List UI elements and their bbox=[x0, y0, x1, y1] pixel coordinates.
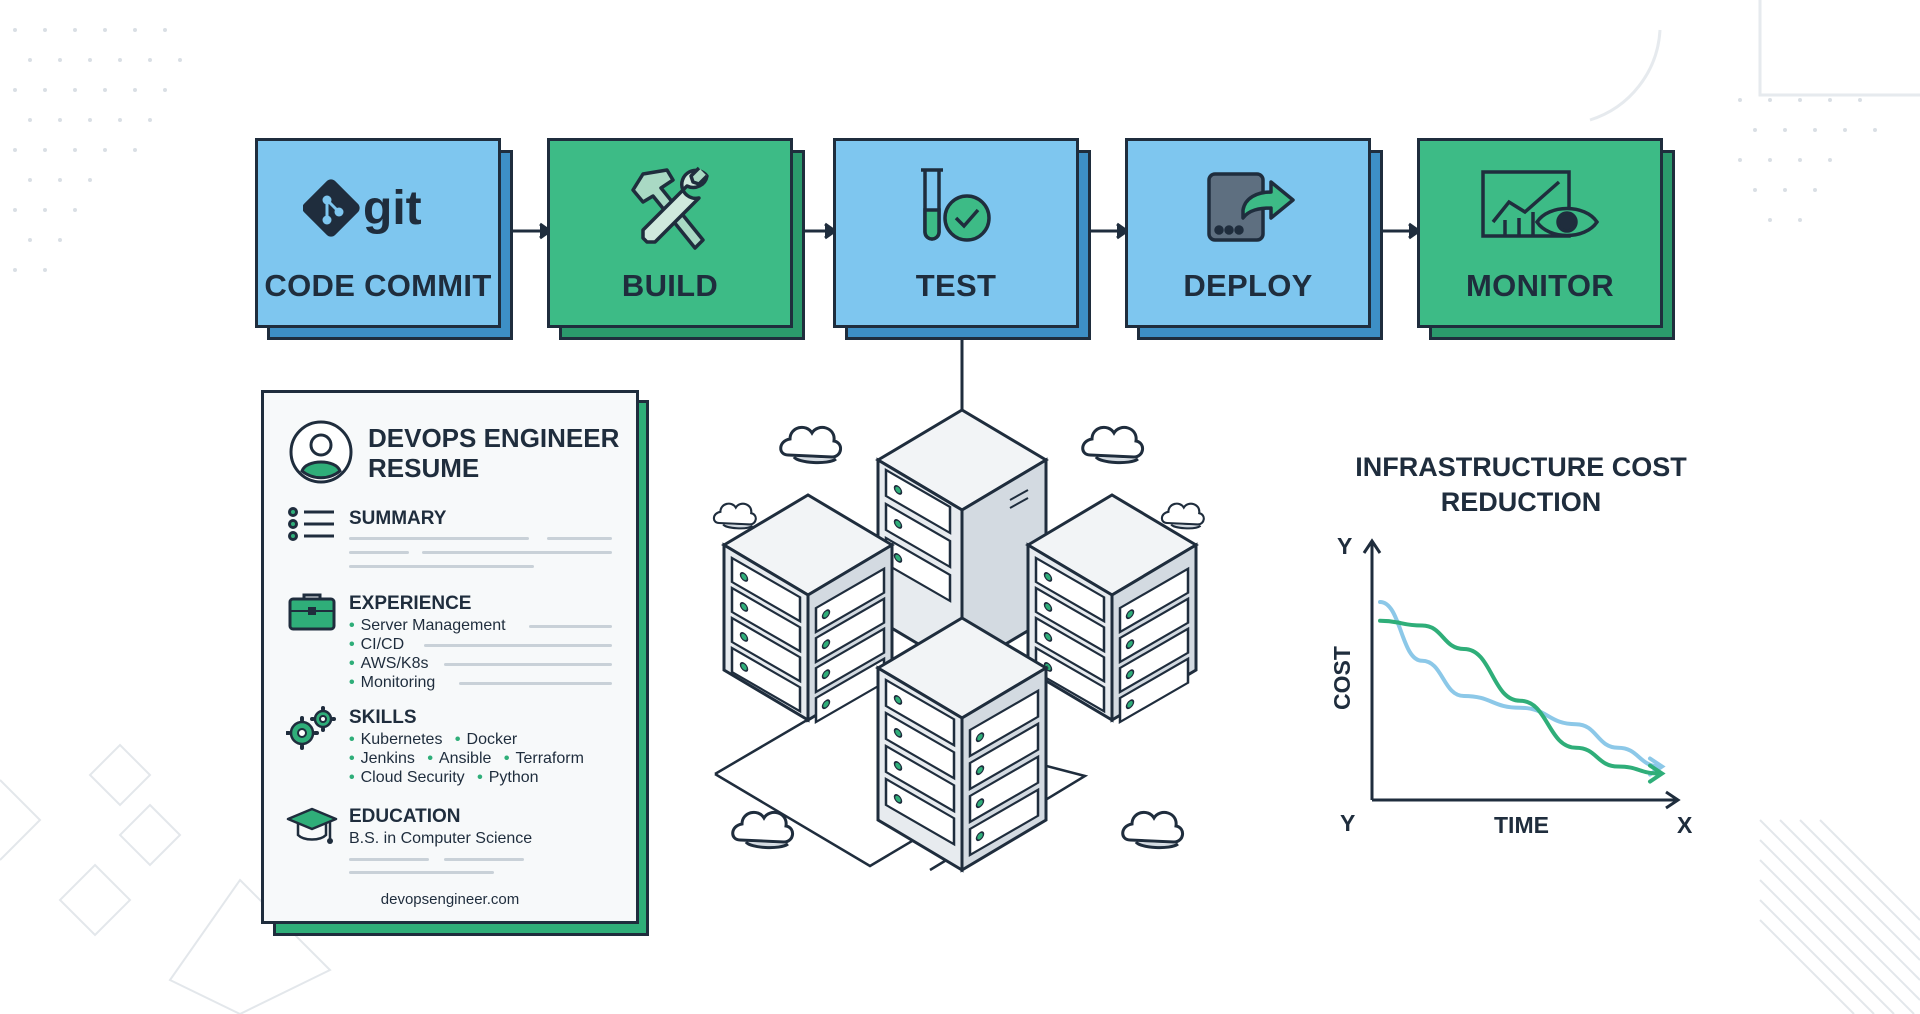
stage-label: CODE COMMIT bbox=[264, 268, 492, 303]
skill-item: Ansible bbox=[438, 750, 492, 767]
stage-build: BUILD bbox=[547, 138, 805, 340]
education-text-line bbox=[444, 858, 524, 861]
stage-code-commit: git CODE COMMIT bbox=[255, 138, 513, 340]
summary-heading: SUMMARY bbox=[349, 508, 447, 529]
series-line-1 bbox=[1378, 618, 1662, 776]
skills-row: •Jenkins •Ansible •Terraform bbox=[349, 750, 584, 767]
education-degree: B.S. in Computer Science bbox=[349, 830, 533, 847]
resume-url[interactable]: devopsengineer.com bbox=[380, 891, 520, 908]
series-line-0 bbox=[1378, 600, 1662, 769]
x-axis-end-label: X bbox=[1677, 812, 1693, 838]
diamond-pattern bbox=[0, 743, 332, 1014]
stage-test: TEST bbox=[833, 138, 1091, 340]
education-heading: EDUCATION bbox=[349, 806, 461, 827]
stage-label: TEST bbox=[915, 268, 997, 303]
dot-pattern-left bbox=[13, 28, 182, 272]
skills-heading: SKILLS bbox=[349, 707, 417, 728]
git-logo-icon: git bbox=[303, 179, 422, 237]
skill-item: Docker bbox=[466, 731, 518, 748]
dot-pattern-right bbox=[1738, 98, 1877, 222]
experience-text-line bbox=[529, 625, 612, 628]
y-axis-label: COST bbox=[1329, 646, 1355, 710]
series-arrowhead-1 bbox=[1648, 763, 1666, 784]
skill-item: Kubernetes bbox=[360, 731, 443, 748]
briefcase-icon bbox=[288, 593, 336, 631]
hatch-pattern bbox=[1759, 819, 1920, 1014]
hammer-wrench-icon bbox=[631, 166, 709, 250]
experience-item: •AWS/K8s bbox=[349, 655, 429, 672]
skill-item: Jenkins bbox=[360, 750, 415, 767]
test-tube-check-icon bbox=[921, 168, 991, 242]
user-avatar-icon bbox=[289, 420, 353, 484]
cloud-icon bbox=[1121, 810, 1185, 850]
skills-row: •Kubernetes •Docker bbox=[349, 731, 518, 748]
cloud-icon bbox=[1160, 502, 1205, 530]
summary-text-line bbox=[349, 551, 409, 554]
experience-item: •Server Management bbox=[349, 617, 506, 634]
stage-label: BUILD bbox=[621, 268, 719, 303]
skill-item: Cloud Security bbox=[360, 769, 465, 786]
chart-title: INFRASTRUCTURE COST REDUCTION bbox=[1355, 452, 1687, 517]
server-cluster bbox=[712, 408, 1205, 873]
list-icon bbox=[288, 507, 334, 541]
stage-monitor: MONITOR bbox=[1417, 138, 1675, 340]
resume-title: DEVOPS ENGINEER RESUME bbox=[368, 423, 620, 483]
summary-text-line bbox=[349, 537, 529, 540]
skill-item: Python bbox=[488, 769, 539, 786]
experience-text-line bbox=[424, 644, 612, 647]
stage-deploy: DEPLOY bbox=[1125, 138, 1383, 340]
education-text-line bbox=[349, 871, 494, 874]
stage-label: MONITOR bbox=[1466, 268, 1614, 303]
summary-text-line bbox=[422, 551, 612, 554]
gears-icon bbox=[286, 706, 336, 750]
experience-item: •CI/CD bbox=[349, 636, 405, 653]
skills-row: •Cloud Security •Python bbox=[349, 769, 539, 786]
experience-text-line bbox=[459, 682, 612, 685]
stage-label: DEPLOY bbox=[1183, 268, 1313, 303]
x-axis-label: TIME bbox=[1494, 812, 1549, 838]
experience-text-line bbox=[444, 663, 612, 666]
cloud-icon bbox=[779, 425, 843, 465]
cloud-icon bbox=[712, 502, 757, 530]
server-rack-front bbox=[875, 616, 1049, 873]
server-deploy-icon bbox=[1207, 172, 1295, 242]
origin-label: Y bbox=[1340, 810, 1356, 836]
y-axis-top-label: Y bbox=[1337, 533, 1353, 559]
monitor-eye-icon bbox=[1481, 170, 1600, 238]
git-logo-text: git bbox=[363, 182, 422, 235]
cloud-icon bbox=[1081, 425, 1145, 465]
server-rack-left bbox=[721, 493, 895, 724]
education-text-line bbox=[349, 858, 429, 861]
summary-text-line bbox=[349, 565, 534, 568]
cost-chart bbox=[1362, 538, 1681, 810]
graduation-cap-icon bbox=[286, 807, 338, 844]
experience-item: •Monitoring bbox=[349, 674, 436, 691]
resume-card: DEVOPS ENGINEER RESUME SUMMARY EXPERIENC… bbox=[261, 390, 639, 924]
chart-axes bbox=[1362, 538, 1681, 810]
server-rack-right bbox=[1025, 493, 1199, 724]
summary-text-line bbox=[547, 537, 612, 540]
skill-item: Terraform bbox=[515, 750, 584, 767]
experience-heading: EXPERIENCE bbox=[349, 593, 472, 614]
cloud-icon bbox=[731, 810, 795, 850]
